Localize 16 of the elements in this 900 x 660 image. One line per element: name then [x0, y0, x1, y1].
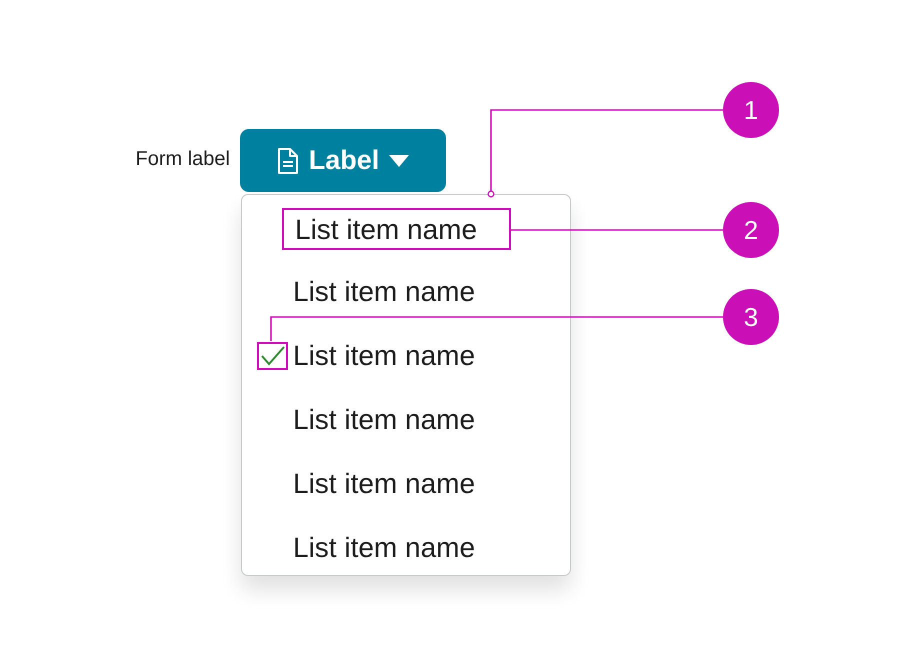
- leader-line: [270, 316, 723, 341]
- dropdown-menu: [241, 194, 571, 576]
- leader-line: [510, 229, 723, 231]
- list-item: List item name: [282, 528, 511, 570]
- form-label: Form label: [134, 148, 230, 171]
- callout-number: 1: [723, 82, 779, 138]
- list-item: List item name: [282, 272, 511, 314]
- callout-number: 2: [723, 202, 779, 258]
- dropdown-button: Label: [240, 129, 446, 192]
- list-item: List item name: [282, 400, 511, 442]
- leader-line: [488, 109, 723, 198]
- checkmark-icon: [257, 342, 288, 370]
- list-item: List item name: [282, 336, 511, 378]
- list-item: List item name: [282, 464, 511, 506]
- list-item: List item name: [282, 208, 511, 250]
- callout-number: 3: [723, 289, 779, 345]
